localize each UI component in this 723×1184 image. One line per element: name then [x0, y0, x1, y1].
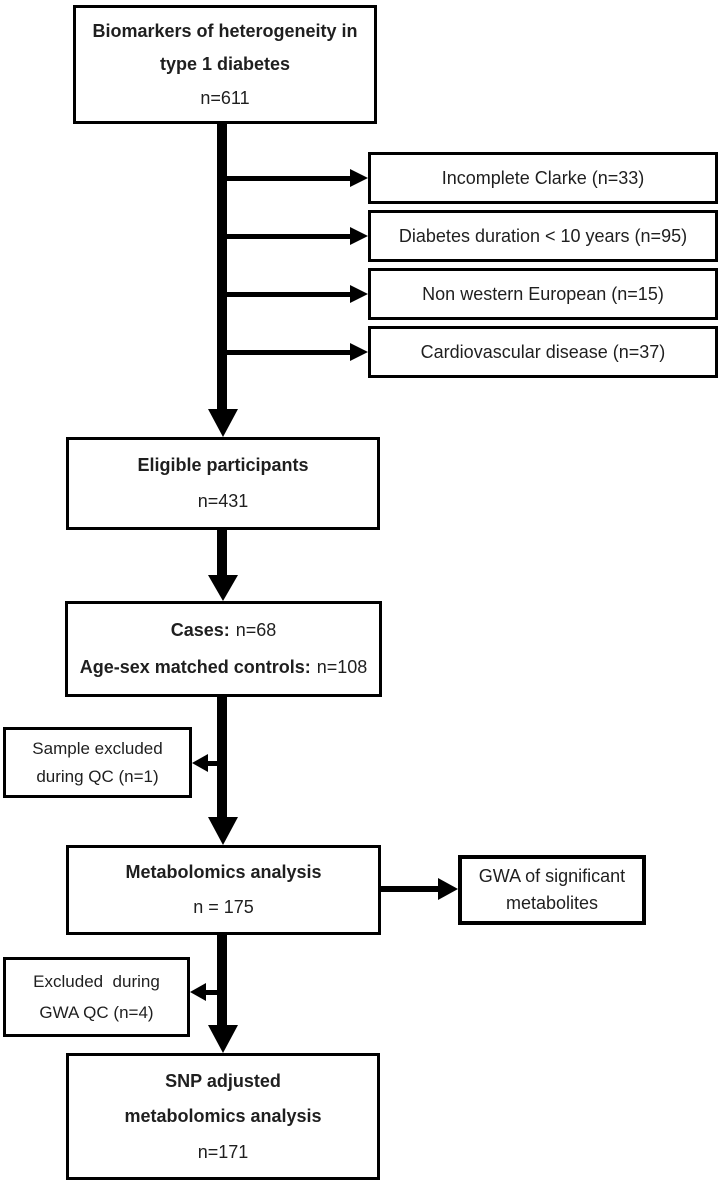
arrow-exclusion-2-shaft: [217, 234, 350, 239]
gwa-line1: GWA of significant: [478, 865, 626, 886]
box-sample-excluded-qc: Sample excluded during QC (n=1): [3, 727, 192, 798]
box-exclusion-non-western-european: Non western European (n=15): [368, 268, 718, 320]
cases-line: Cases:n=68: [171, 620, 277, 641]
snp-n-value: n=171: [197, 1141, 249, 1162]
arrow-eligible-to-cases-shaft: [217, 530, 227, 575]
controls-label: Age-sex matched controls:: [79, 657, 311, 678]
cases-n-value: n=68: [235, 620, 277, 641]
box-biomarkers-study: Biomarkers of heterogeneity in type 1 di…: [73, 5, 377, 124]
eligible-n-value: n=431: [197, 491, 249, 512]
box-cases-controls: Cases:n=68 Age-sex matched controls:n=10…: [65, 601, 382, 697]
arrow-metabolomics-to-snp-shaft: [217, 935, 227, 1025]
sample-excluded-line2: during QC (n=1): [36, 766, 159, 786]
arrow-to-sample-excluded-shaft: [208, 761, 222, 766]
arrow-to-gwa-head: [438, 878, 458, 900]
exclusion-label: Diabetes duration < 10 years (n=95): [398, 225, 688, 246]
arrow-exclusion-1-shaft: [217, 176, 350, 181]
arrow-to-gwa-shaft: [381, 886, 438, 892]
box-snp-adjusted-analysis: SNP adjusted metabolomics analysis n=171: [66, 1053, 380, 1180]
metabolomics-title: Metabolomics analysis: [125, 862, 322, 883]
eligible-title: Eligible participants: [137, 455, 309, 476]
biomarkers-n-value: n=611: [200, 87, 250, 108]
box-exclusion-cardiovascular-disease: Cardiovascular disease (n=37): [368, 326, 718, 378]
arrow-metabolomics-to-snp-head: [208, 1025, 238, 1053]
arrow-top-to-eligible-head: [208, 409, 238, 437]
box-gwa-significant-metabolites: GWA of significant metabolites: [458, 855, 646, 925]
arrow-exclusion-1-head: [350, 169, 368, 187]
biomarkers-title-line2: type 1 diabetes: [159, 54, 291, 75]
arrow-exclusion-2-head: [350, 227, 368, 245]
box-exclusion-diabetes-duration: Diabetes duration < 10 years (n=95): [368, 210, 718, 262]
box-excluded-gwa-qc: Excluded during GWA QC (n=4): [3, 957, 190, 1037]
arrow-top-to-eligible-shaft: [217, 124, 227, 409]
gwa-line2: metabolites: [505, 893, 599, 914]
cases-label: Cases:: [170, 620, 230, 641]
arrow-cases-to-metabolomics-head: [208, 817, 238, 845]
snp-title-line2: metabolomics analysis: [124, 1106, 322, 1127]
biomarkers-title-line1: Biomarkers of heterogeneity in: [92, 20, 358, 41]
exclusion-label: Incomplete Clarke (n=33): [441, 167, 645, 188]
box-metabolomics-analysis: Metabolomics analysis n = 175: [66, 845, 381, 935]
arrow-exclusion-4-shaft: [217, 350, 350, 355]
box-eligible-participants: Eligible participants n=431: [66, 437, 380, 530]
arrow-eligible-to-cases-head: [208, 575, 238, 601]
box-exclusion-incomplete-clarke: Incomplete Clarke (n=33): [368, 152, 718, 204]
arrow-exclusion-4-head: [350, 343, 368, 361]
arrow-to-excluded-gwa-head: [190, 983, 206, 1001]
controls-n-value: n=108: [316, 657, 368, 678]
controls-line: Age-sex matched controls:n=108: [80, 657, 368, 678]
arrow-to-sample-excluded-head: [192, 754, 208, 772]
metabolomics-n-value: n = 175: [193, 897, 254, 918]
arrow-exclusion-3-shaft: [217, 292, 350, 297]
exclusion-label: Non western European (n=15): [422, 283, 664, 304]
snp-title-line1: SNP adjusted: [165, 1070, 281, 1091]
excluded-gwa-line2: GWA QC (n=4): [39, 1002, 154, 1022]
excluded-gwa-line1: Excluded during: [33, 971, 160, 991]
arrow-cases-to-metabolomics-shaft: [217, 697, 227, 817]
arrow-to-excluded-gwa-shaft: [206, 990, 222, 995]
arrow-exclusion-3-head: [350, 285, 368, 303]
exclusion-label: Cardiovascular disease (n=37): [420, 341, 666, 362]
sample-excluded-line1: Sample excluded: [32, 738, 163, 758]
